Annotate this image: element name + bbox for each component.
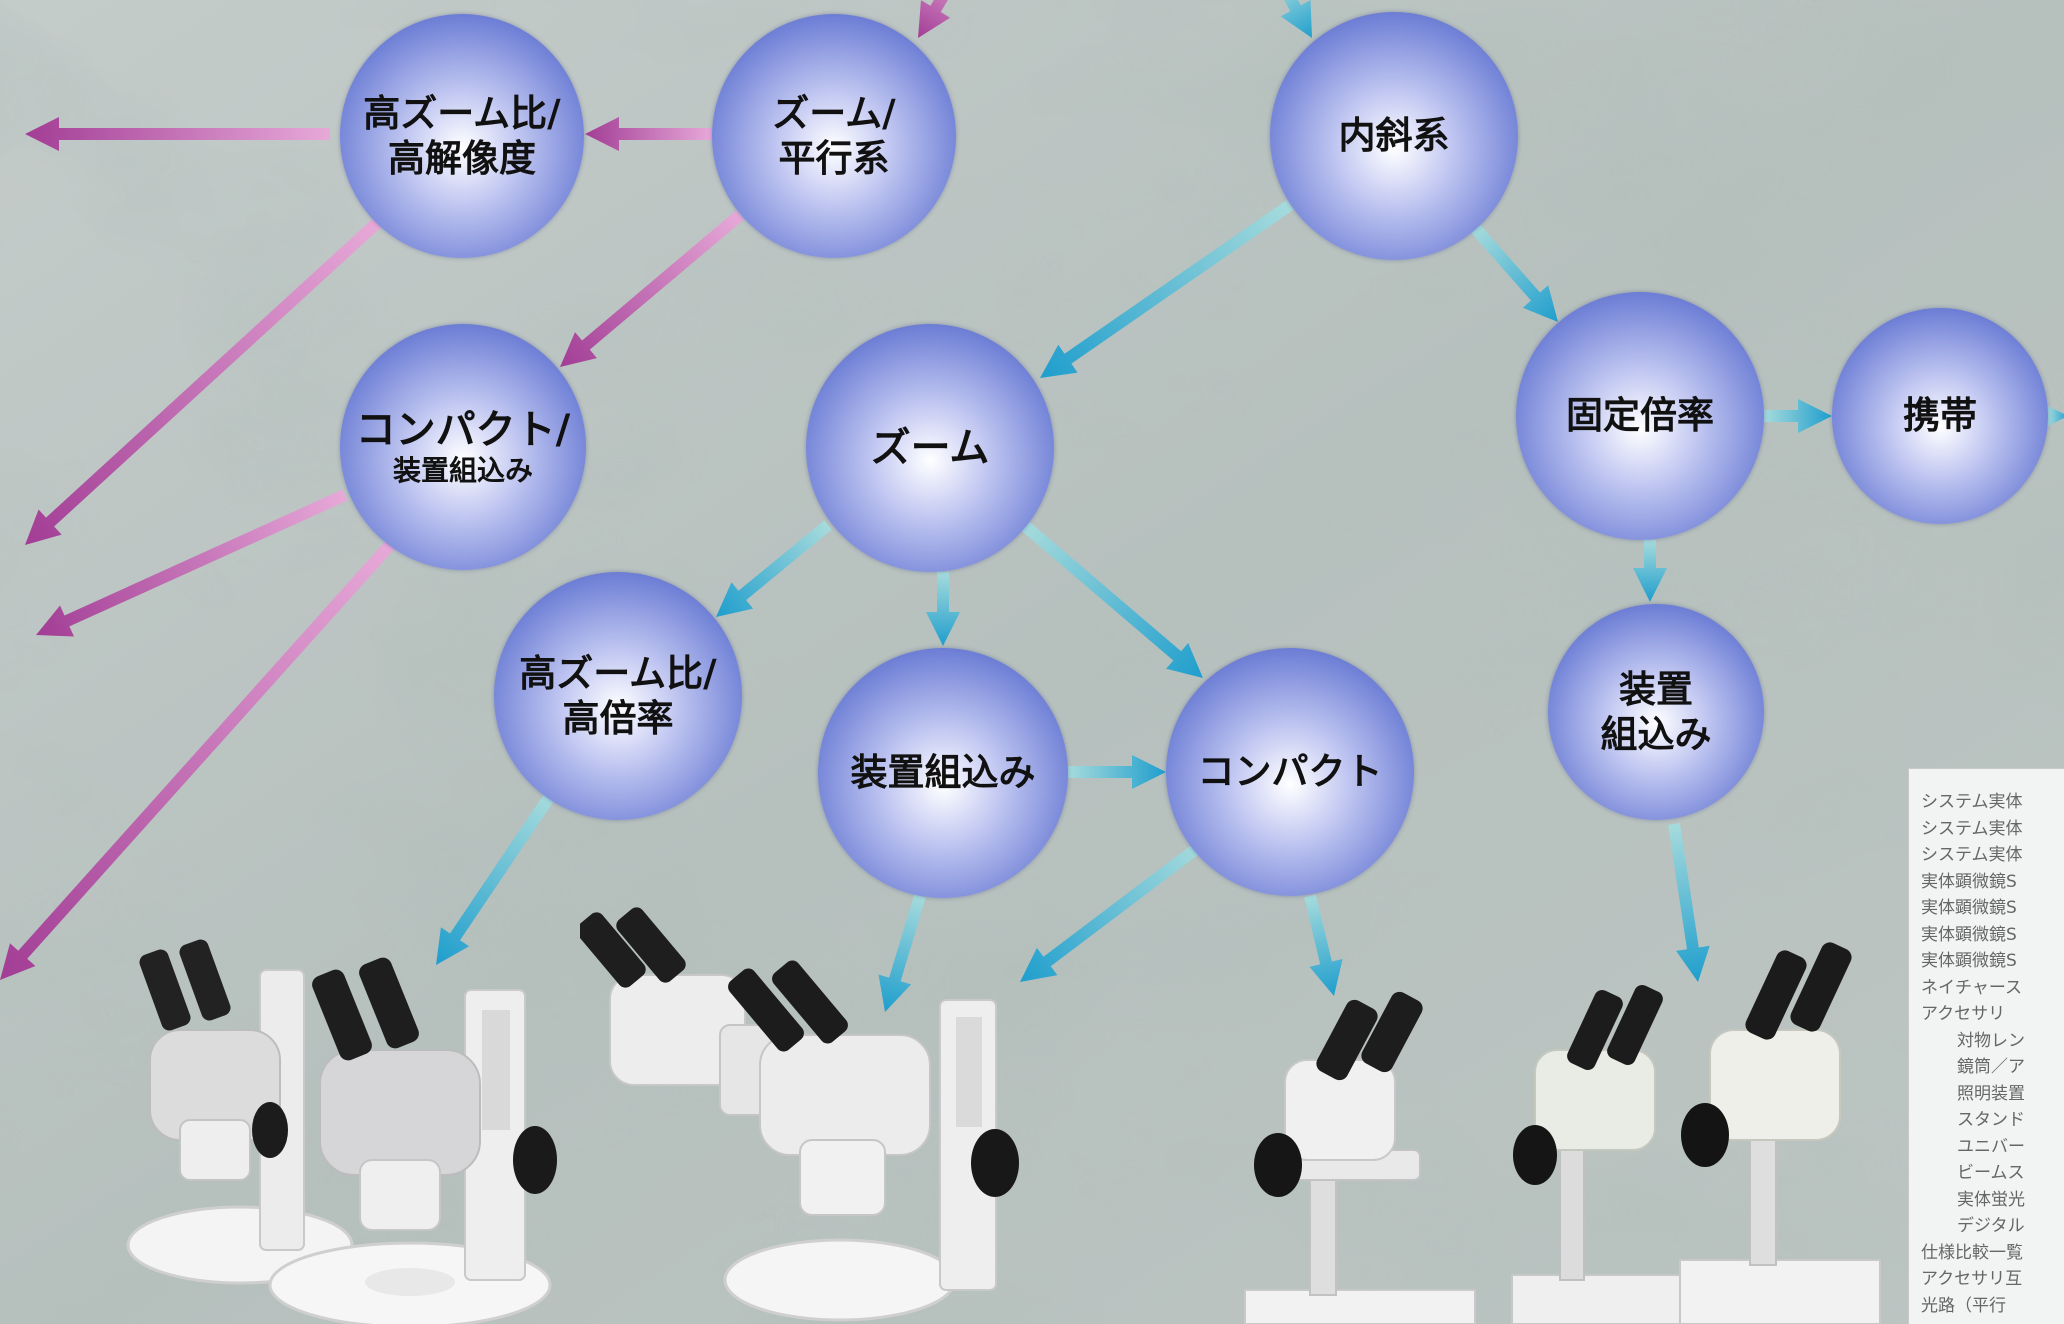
arrow-high-res-out [25,117,330,151]
arrow-zoom-to-high-mag [716,520,832,617]
toc-subitem[interactable]: デジタル [1957,1216,2025,1236]
node-label: ズーム [870,424,990,471]
node-label: 固定倍率 [1566,394,1714,438]
arrow-fixed-to-portable [1764,399,1832,433]
toc-subitem[interactable]: 対物レン [1957,1030,2025,1051]
arrow-embedded-fixed-to-photo [1668,823,1710,982]
arrow-zoom-to-compact [1020,520,1203,678]
toc-item[interactable]: システム実体 [1921,792,2023,812]
toc-item[interactable]: 実体顕微鏡S [1921,898,2017,918]
microscope-photo-embedded [580,907,1019,1322]
arrow-embedded-to-photo [878,894,926,1012]
node-label: 装置組込み [392,454,533,488]
toc-item[interactable]: システム実体 [1921,845,2023,865]
toc-subitem[interactable]: スタンド [1957,1110,2025,1130]
microscope-photo-zoom-pair [126,939,557,1324]
toc-subitem[interactable]: ユニバー [1957,1136,2025,1157]
toc-subitem[interactable]: ビームス [1957,1163,2025,1183]
arrow-fixed-to-embedded-fixed [1633,540,1667,602]
node-inclined: 内斜系 [1270,12,1518,260]
arrow-zoom-to-embedded [926,572,960,646]
toc-item[interactable]: 仕様比較一覧 [1921,1242,2023,1263]
node-label: 組込み [1600,713,1712,756]
node-portable: 携帯 [1832,308,2048,524]
toc-item[interactable]: 実体顕微鏡S [1921,924,2017,945]
toc-item[interactable]: アクセサリ互 [1921,1269,2023,1289]
node-label: 装置 [1619,667,1693,711]
arrow-zoom-parallel-to-compact-embedded [560,210,744,367]
node-compact: コンパクト [1166,648,1414,896]
node-high-zoom-high-magnification: 高ズーム比/ 高倍率 [494,572,742,820]
node-fixed-magnification: 固定倍率 [1516,292,1764,540]
contents-index-panel: システム実体 システム実体 システム実体 実体顕微鏡S 実体顕微鏡S 実体顕微鏡… [1908,768,2064,1324]
toc-item[interactable]: 実体顕微鏡S [1921,951,2017,971]
arrow-inclined-to-zoom [1040,200,1294,378]
microscope-photo-fixed-embedded [1511,942,1881,1324]
node-label: 高ズーム比/ [363,91,561,135]
node-zoom-parallel: ズーム/ 平行系 [712,14,956,258]
node-label: 平行系 [778,137,890,180]
node-label: コンパクト [1197,750,1383,794]
node-label: 高ズーム比/ [519,651,717,695]
arrow-compact-to-photo-left [1020,841,1204,982]
toc-subitem[interactable]: 照明装置 [1957,1083,2025,1104]
arrow-high-mag-to-photo [436,792,555,965]
arrow-inclined-to-fixed [1470,224,1558,322]
node-label: 高解像度 [388,137,536,180]
toc-subitem[interactable]: 鏡筒／ア [1957,1057,2025,1077]
arrow-compact-to-photo [1304,894,1343,996]
node-compact-embedded: コンパクト/ 装置組込み [340,324,586,570]
arrow-into-inclined [1280,0,1312,38]
toc-item[interactable]: ネイチャース [1921,977,2022,998]
toc-item[interactable]: システム実体 [1921,818,2023,839]
node-label: 携帯 [1903,394,1977,438]
node-label: 装置組込み [850,751,1036,795]
toc-item[interactable]: 実体顕微鏡S [1921,871,2017,892]
node-label: 内斜系 [1338,114,1450,158]
arrow-zoom-parallel-to-high-res [585,117,712,151]
toc-item[interactable]: 光路（平行 [1921,1295,2006,1316]
node-embedded: 装置組込み [818,648,1068,898]
arrow-compact-embedded-out [36,489,348,637]
node-embedded-fixed: 装置 組込み [1548,604,1764,820]
arrow-embedded-to-compact [1068,755,1166,789]
contents-index-list: システム実体 システム実体 システム実体 実体顕微鏡S 実体顕微鏡S 実体顕微鏡… [1909,769,2064,1319]
arrow-into-zoom-parallel [918,0,951,38]
toc-subitem[interactable]: 実体蛍光 [1957,1189,2025,1210]
node-zoom: ズーム [806,324,1054,572]
node-label: 高倍率 [562,697,674,740]
arrow-high-res-out-lower [25,217,383,545]
node-high-zoom-high-resolution: 高ズーム比/ 高解像度 [340,14,584,258]
node-label: コンパクト/ [355,406,571,453]
microscope-photo-compact [1244,991,1476,1324]
toc-item[interactable]: アクセサリ [1921,1004,2006,1024]
arrow-compact-embedded-out-lower [0,541,395,980]
node-label: ズーム/ [772,91,896,135]
